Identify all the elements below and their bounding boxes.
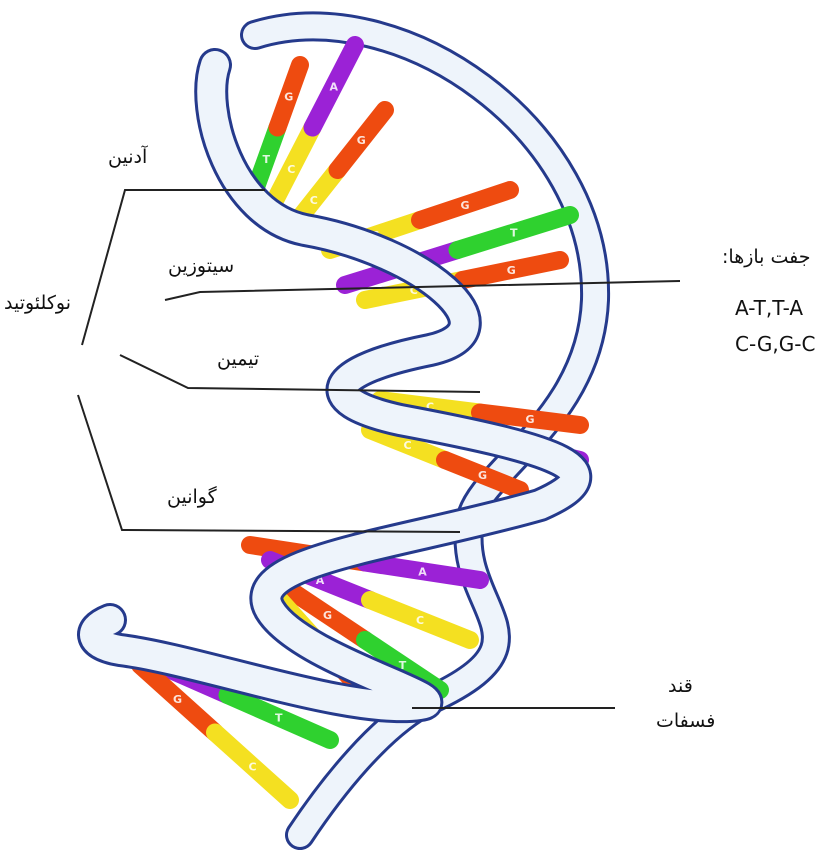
rung-14-letter-right: C — [248, 760, 256, 773]
rung-13-letter-right: T — [275, 712, 283, 725]
label-phosphate: فسفات — [656, 710, 715, 732]
rung-2-letter-left: C — [310, 194, 318, 207]
rung-5-letter-right: G — [507, 264, 516, 277]
rung-1-letter-right: A — [329, 80, 338, 93]
rung-9-letter-right: A — [418, 565, 427, 578]
label-sugar: قند — [668, 675, 693, 697]
label-thymine: تیمین — [217, 348, 259, 370]
label-adenine: آدنین — [108, 146, 147, 168]
rung-0-letter-right: G — [284, 90, 293, 103]
rung-11-letter-left: G — [323, 609, 332, 622]
label-pairs-line1: A-T,T-A — [735, 296, 803, 320]
label-pairs-line2: C-G,G-C — [735, 332, 815, 356]
rung-8-letter-right: G — [478, 469, 487, 482]
rung-0-letter-left: T — [262, 153, 270, 166]
rung-4-letter-right: T — [510, 227, 518, 240]
rung-10-letter-right: C — [416, 614, 424, 627]
rung-8-letter-left: C — [403, 439, 411, 452]
rung-14-letter-left: G — [173, 693, 182, 706]
label-nucleotide: نوکلئوتید — [4, 292, 71, 314]
rung-1-letter-left: C — [287, 163, 295, 176]
label-guanine: گوانین — [167, 486, 217, 508]
label-base-pairs-title: جفت بازها: — [722, 246, 811, 268]
rung-6-letter-right: G — [525, 413, 534, 426]
rung-2-letter-right: G — [357, 134, 366, 147]
rung-3-letter-right: G — [460, 199, 469, 212]
label-cytosine: سیتوزین — [168, 255, 234, 277]
